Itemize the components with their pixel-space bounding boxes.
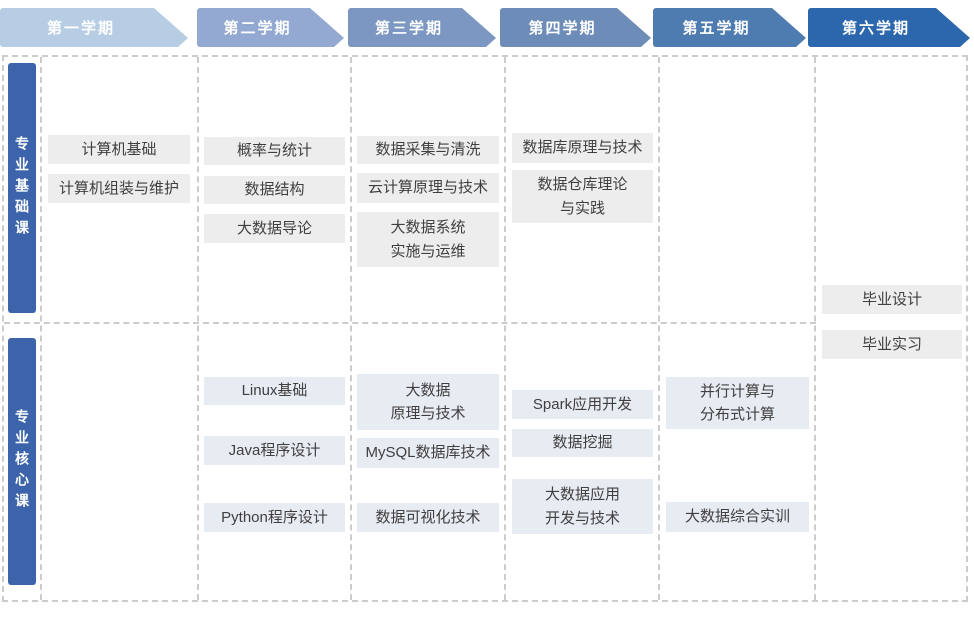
course-box: 数据库原理与技术 bbox=[512, 133, 653, 163]
course-box: 毕业设计 bbox=[822, 285, 962, 314]
section-label-foundation: 专业基础课 bbox=[8, 63, 36, 313]
grid-frame bbox=[2, 55, 968, 602]
semester-header-3: 第三学期 bbox=[348, 8, 496, 47]
grid-line-vertical bbox=[504, 57, 506, 600]
semester-header-4: 第四学期 bbox=[500, 8, 651, 47]
grid-line-vertical bbox=[658, 57, 660, 600]
semester-header-1: 第一学期 bbox=[0, 8, 188, 47]
course-box: 数据采集与清洗 bbox=[357, 136, 499, 164]
course-box: Java程序设计 bbox=[204, 436, 345, 465]
course-box: 大数据 原理与技术 bbox=[357, 374, 499, 430]
course-box: 大数据导论 bbox=[204, 214, 345, 243]
grid-line-vertical bbox=[814, 57, 816, 600]
course-box: Python程序设计 bbox=[204, 503, 345, 532]
course-box: 大数据系统 实施与运维 bbox=[357, 212, 499, 267]
course-box: 云计算原理与技术 bbox=[357, 173, 499, 203]
grid-line-vertical bbox=[350, 57, 352, 600]
course-box: MySQL数据库技术 bbox=[357, 438, 499, 468]
grid-line-vertical bbox=[197, 57, 199, 600]
semester-header-2: 第二学期 bbox=[197, 8, 344, 47]
course-box: 并行计算与 分布式计算 bbox=[666, 377, 809, 429]
course-box: 概率与统计 bbox=[204, 137, 345, 165]
course-box: 大数据应用 开发与技术 bbox=[512, 479, 653, 534]
section-divider bbox=[4, 322, 816, 324]
course-box: 数据可视化技术 bbox=[357, 503, 499, 532]
course-box: 计算机组装与维护 bbox=[48, 174, 190, 203]
course-box: Spark应用开发 bbox=[512, 390, 653, 419]
section-label-core: 专业核心课 bbox=[8, 338, 36, 585]
grid-line-vertical bbox=[40, 57, 42, 600]
course-box: Linux基础 bbox=[204, 377, 345, 405]
course-box: 数据结构 bbox=[204, 176, 345, 204]
course-box: 数据挖掘 bbox=[512, 429, 653, 457]
course-box: 计算机基础 bbox=[48, 135, 190, 164]
semester-header-6: 第六学期 bbox=[808, 8, 970, 47]
semester-header-5: 第五学期 bbox=[653, 8, 806, 47]
course-box: 毕业实习 bbox=[822, 330, 962, 359]
course-box: 数据仓库理论 与实践 bbox=[512, 170, 653, 223]
course-box: 大数据综合实训 bbox=[666, 502, 809, 532]
